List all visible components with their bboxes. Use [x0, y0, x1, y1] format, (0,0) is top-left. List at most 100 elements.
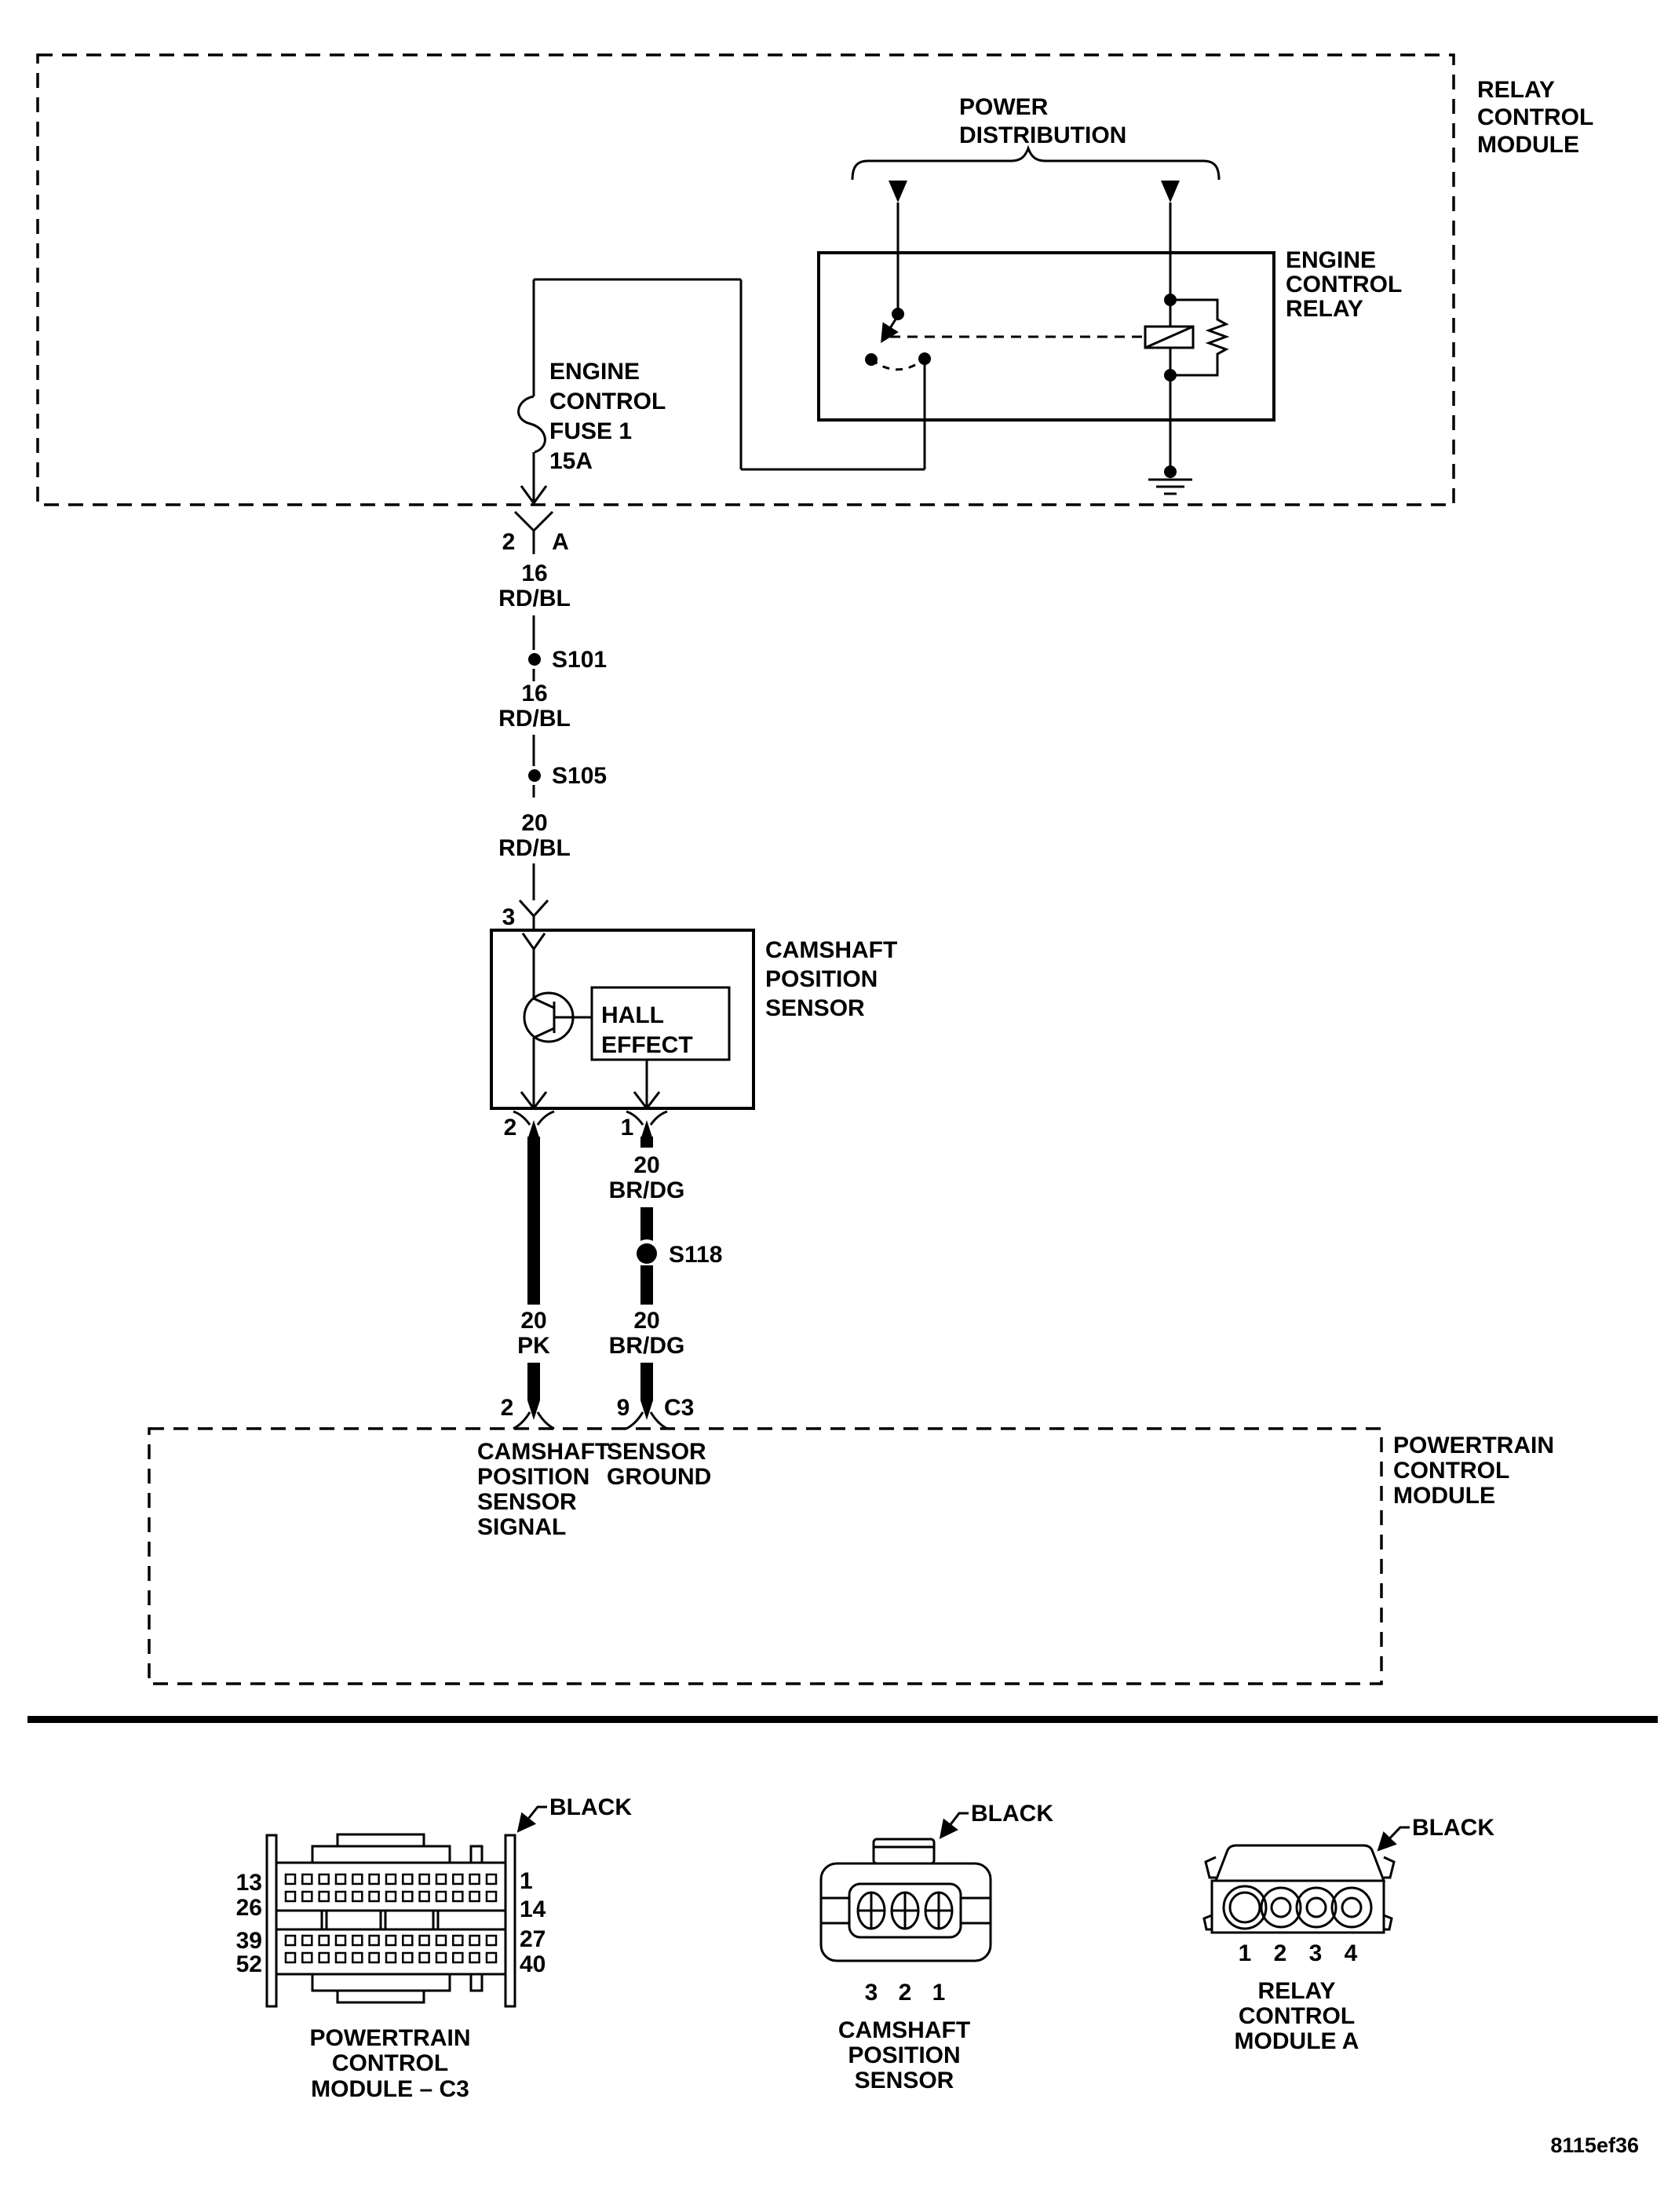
wire-gauge: 20 — [521, 810, 547, 836]
powertrain-control-module-box: POWERTRAIN CONTROL MODULE CAMSHAFT POSIT… — [148, 1427, 1554, 1685]
terminal-number: 2 — [899, 1980, 912, 2006]
connector-caption: RELAY — [1258, 1978, 1336, 2004]
wire-arrow-icon — [520, 485, 548, 504]
pin-row-label: 26 — [236, 1895, 262, 1921]
pcm-ground-pin: 9 — [617, 1395, 630, 1421]
power-distribution-feed: POWER DISTRIBUTION — [851, 94, 1221, 314]
wire-gauge: 20 — [520, 1308, 546, 1334]
ground-wire: 20 BR/DG S118 20 BR/DG — [609, 1137, 722, 1430]
pcm-title: MODULE — [1393, 1483, 1495, 1509]
connector-caption: MODULE – C3 — [311, 2076, 469, 2102]
engine-control-relay: ENGINE CONTROL RELAY — [817, 247, 1402, 495]
splice-s118-icon — [637, 1243, 657, 1264]
feed-arrow-icon — [889, 181, 907, 203]
terminal-number: 3 — [865, 1980, 878, 2006]
transistor-icon — [523, 949, 592, 1108]
connector-color-label: BLACK — [1412, 1815, 1494, 1841]
sensor-out-left-pin: 2 — [504, 1115, 517, 1141]
sensor-title: SENSOR — [765, 995, 865, 1021]
pcm-pin-grid — [284, 1873, 498, 1964]
wire-gauge: 20 — [633, 1308, 659, 1334]
splice-s105-label: S105 — [552, 763, 607, 789]
splice-s101-icon — [528, 653, 541, 666]
relay-resistor-icon — [1170, 298, 1230, 377]
hall-effect-label: EFFECT — [601, 1032, 693, 1058]
pin-row-label: 39 — [236, 1928, 262, 1954]
terminal-icon — [890, 1891, 920, 1930]
wire-arrow-icon — [633, 1091, 661, 1109]
pcm-ground-label: GROUND — [607, 1464, 711, 1490]
color-leader-arrow-icon — [1377, 1826, 1410, 1852]
terminal-icon — [1222, 1885, 1268, 1930]
terminal-number: 4 — [1345, 1940, 1358, 1966]
wire-gauge: 16 — [521, 560, 547, 586]
pcm-signal-label: SIGNAL — [477, 1514, 566, 1540]
sensor-out-connectors: 2 1 — [504, 1110, 668, 1141]
wire-arrow-icon — [521, 933, 546, 950]
connector-color-label: BLACK — [549, 1794, 632, 1820]
terminal-number: 3 — [1309, 1940, 1323, 1966]
splice-s118-label: S118 — [669, 1242, 722, 1268]
inline-connector-icon — [513, 510, 554, 554]
pcm-signal-label: SENSOR — [477, 1489, 577, 1515]
connector-caption: MODULE A — [1235, 2028, 1359, 2054]
fuse-label: CONTROL — [549, 389, 666, 414]
connector-caption: SENSOR — [855, 2068, 954, 2093]
terminal-number: 1 — [1239, 1940, 1252, 1966]
feed-arrow-icon — [1161, 181, 1180, 203]
pcm-signal-pin: 2 — [501, 1395, 514, 1421]
pcm-signal-label: POSITION — [477, 1464, 589, 1490]
terminal-icon — [924, 1891, 954, 1930]
pcm-connector-id: C3 — [664, 1395, 694, 1421]
engine-control-relay-label: RELAY — [1286, 296, 1363, 322]
terminal-icon — [1295, 1886, 1337, 1929]
relay-control-module-title: RELAY — [1477, 77, 1555, 103]
terminal-number: 1 — [932, 1980, 946, 2006]
connector-caption: POSITION — [848, 2042, 960, 2068]
wire-color: PK — [517, 1333, 550, 1359]
wire-color: RD/BL — [498, 706, 571, 732]
pin-row-label: 1 — [520, 1868, 533, 1894]
terminal-icon — [856, 1891, 886, 1930]
supply-wire-chain: 16 RD/BL S101 16 RD/BL S105 20 RD/BL — [498, 560, 607, 900]
terminal-icon — [1330, 1886, 1373, 1929]
wire-color: RD/BL — [498, 586, 571, 611]
pin-row-label: 40 — [520, 1951, 546, 1977]
splice-s101-label: S101 — [552, 647, 607, 673]
pcm-title: POWERTRAIN — [1393, 1433, 1554, 1458]
wire-color: RD/BL — [498, 835, 571, 861]
signal-wire: 20 PK — [513, 1137, 555, 1430]
fuse-label: FUSE 1 — [549, 418, 632, 444]
brace — [851, 144, 1221, 181]
wire-color: BR/DG — [609, 1177, 685, 1203]
splice-s105-icon — [528, 769, 541, 782]
hall-effect-block: HALL EFFECT — [590, 986, 731, 1108]
power-distribution-label: DISTRIBUTION — [959, 122, 1126, 148]
relay-control-module-box: RELAY CONTROL MODULE — [36, 53, 1593, 506]
fuse-icon — [517, 395, 546, 454]
connector-caption: CAMSHAFT — [838, 2017, 970, 2043]
connector-view-relay-module-a: BLACK 1 2 3 4 RELAY CONTROL MODULE A — [1202, 1815, 1494, 2054]
pin-row-label: 52 — [236, 1951, 262, 1977]
relay-coil-icon — [1144, 294, 1195, 381]
wire-gauge: 20 — [633, 1152, 659, 1178]
ground-icon — [1148, 375, 1192, 495]
color-leader-arrow-icon — [939, 1812, 969, 1839]
fuse-label: ENGINE — [549, 359, 640, 385]
engine-control-relay-label: CONTROL — [1286, 272, 1402, 297]
camshaft-position-sensor: 3 CAMSHAFT POSITION SENSOR HALL EFFECT — [490, 899, 897, 1110]
connector-view-pcm-c3: BLACK 13 26 39 52 1 14 27 40 POWERTRAIN … — [236, 1794, 633, 2102]
fused-feed-wire: ENGINE CONTROL FUSE 1 15A — [517, 278, 926, 504]
module-out-pin: 2 — [502, 529, 516, 555]
connector-caption: POWERTRAIN — [310, 2025, 471, 2051]
wire-gauge: 16 — [521, 681, 547, 706]
connector-color-label: BLACK — [971, 1801, 1053, 1827]
wire-color: BR/DG — [609, 1333, 685, 1359]
pin-row-label: 14 — [520, 1896, 546, 1922]
wire-arrow-icon — [520, 1091, 548, 1109]
hall-effect-label: HALL — [601, 1002, 664, 1028]
pcm-signal-label: CAMSHAFT — [477, 1439, 609, 1465]
terminal-number: 2 — [1274, 1940, 1287, 1966]
